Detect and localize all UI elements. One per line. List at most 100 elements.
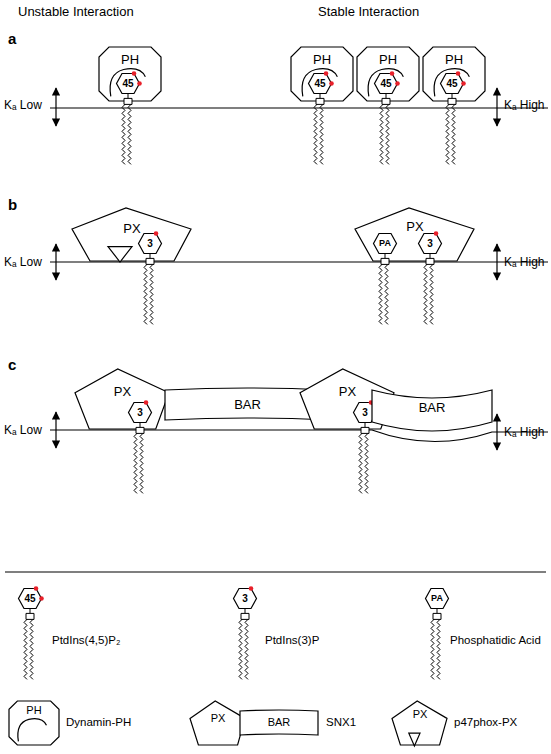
figure-label: Unstable Interaction [18, 4, 134, 19]
domain-label: 3 [138, 233, 162, 254]
outline-part [374, 233, 397, 253]
figure-label: Kₐ High [504, 255, 544, 269]
panel-letter: c [8, 356, 16, 373]
protein-domain: PH 45 [422, 46, 486, 102]
outline-part [372, 390, 492, 431]
lipid-tail [424, 253, 434, 324]
domain-label: PH [422, 52, 486, 67]
outline-part [302, 69, 337, 97]
legend-text: Dynamin-PH [66, 716, 131, 728]
domain-label: 45 [440, 73, 464, 94]
lipid-headgroup: 3 [418, 233, 442, 254]
outline-part [39, 596, 44, 601]
domain-label: 45 [18, 588, 42, 609]
legend-text: PtdIns(3)P [265, 634, 319, 646]
lipid-tail [359, 422, 369, 493]
shape-outline [75, 368, 170, 430]
panel-letter: b [8, 196, 17, 213]
outline-part [72, 208, 191, 261]
lipid-tail [239, 608, 249, 679]
figure-label: Kₐ High [504, 98, 544, 112]
outline-part [409, 733, 420, 746]
lipid-headgroup: PA [425, 588, 449, 609]
outline-part [426, 588, 449, 608]
shape-outline [355, 207, 475, 262]
outline-part [18, 719, 47, 742]
lipid-headgroup: 3 [233, 588, 257, 609]
ka-arrow [55, 244, 56, 280]
domain-label: 45 [116, 73, 140, 94]
protein-domain: BAR [240, 710, 318, 736]
outline-part [144, 400, 149, 405]
lipid-headgroup: 45 [18, 588, 42, 609]
domain-label: PX [190, 712, 246, 724]
protein-domain: PH45 [356, 46, 420, 102]
lipid-tail [24, 608, 34, 679]
domain-label: PA [425, 588, 449, 609]
domain-label: PX [72, 221, 192, 236]
lipid-tail [144, 253, 154, 324]
lipid-tail [380, 93, 390, 164]
domain-label: BAR [240, 716, 318, 728]
domain-label: PA [373, 233, 397, 254]
panel-letter: a [8, 30, 16, 47]
domain-label: PX [355, 219, 475, 234]
lipid-headgroup: PA [373, 233, 397, 254]
domain-label: PH [8, 704, 60, 716]
lipid-headgroup: 45 [308, 73, 332, 94]
outline-part [234, 588, 257, 608]
outline-part [132, 71, 137, 76]
outline-part [357, 47, 419, 101]
outline-part [368, 69, 403, 97]
figure-label: Stable Interaction [318, 4, 419, 19]
outline-part [154, 231, 159, 236]
outline-part [240, 710, 318, 735]
domain-label: PX [392, 708, 448, 720]
outline-part [110, 69, 145, 97]
ka-arrow [496, 88, 497, 126]
outline-part [390, 71, 395, 76]
outline-part [456, 71, 461, 76]
ka-arrow [496, 414, 497, 450]
lipid-tail [134, 422, 144, 493]
outline-part [355, 208, 474, 261]
figure-label: Kₐ High [504, 425, 544, 439]
lipid-headgroup: 3 [128, 402, 152, 423]
protein-domain: PX3 [72, 207, 192, 262]
lipid-headgroup: 45 [116, 73, 140, 94]
protein-domain: PX [190, 700, 246, 746]
lipid-tail [379, 253, 389, 324]
outline-part [392, 701, 447, 745]
protein-domain: BAR [372, 388, 492, 432]
outline-part [375, 73, 398, 93]
lipid-headgroup: 3 [138, 233, 162, 254]
figure-label: Kₐ Low [4, 255, 42, 269]
outline-part [190, 701, 245, 745]
protein-domain: PH [8, 700, 60, 746]
outline-part [137, 81, 142, 86]
lipid-tail [431, 608, 441, 679]
protein-domain: PXPA 3 [355, 207, 475, 262]
figure-label: Kₐ Low [4, 423, 42, 437]
outline-part [324, 71, 329, 76]
lipid-tail [446, 93, 456, 164]
outline-part [434, 231, 439, 236]
domain-label: PX [75, 384, 170, 399]
outline-part [99, 47, 161, 101]
protein-domain: PH 45 [290, 46, 354, 102]
lipid-tail [314, 93, 324, 164]
ka-arrow [55, 412, 56, 448]
membrane-line [50, 107, 548, 108]
outline-part [441, 73, 464, 93]
legend-text: p47phox-PX [454, 716, 517, 728]
outline-part [19, 588, 42, 608]
legend-text: SNX1 [326, 716, 356, 728]
domain-label: PH [290, 52, 354, 67]
separator-line [5, 571, 546, 572]
domain-label: BAR [372, 400, 492, 415]
outline-part [461, 81, 466, 86]
outline-part [309, 73, 332, 93]
protein-domain: PX [392, 700, 448, 746]
lipid-headgroup: 45 [440, 73, 464, 94]
